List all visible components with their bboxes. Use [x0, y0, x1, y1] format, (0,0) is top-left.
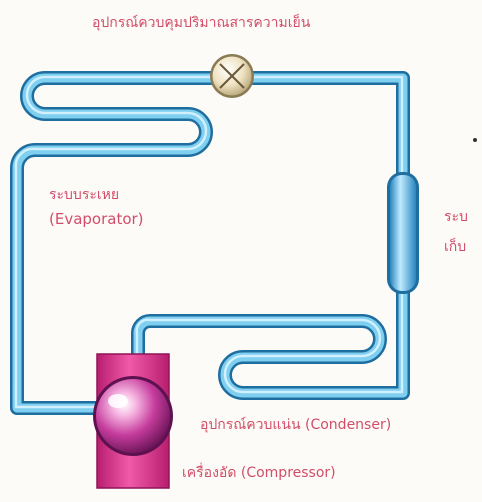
- compressor-label: เครื่องอัด (Compressor): [182, 465, 336, 481]
- receiver-label-line2: เก็บ: [444, 239, 467, 255]
- evaporator-thai-label: ระบบระเหย: [49, 187, 120, 203]
- metering-device-icon: [210, 54, 254, 98]
- evaporator-english-label: (Evaporator): [49, 210, 144, 228]
- compressor-icon: [93, 353, 173, 489]
- receiver-label-line1: ระบ: [444, 209, 468, 225]
- stray-dot: [473, 138, 477, 142]
- receiver-tank: [387, 172, 419, 294]
- condenser-label: อุปกรณ์ควบแน่น (Condenser): [200, 417, 392, 433]
- refrigerant-tubing: [10, 71, 410, 415]
- metering-device-label: อุปกรณ์ควบคุมปริมาณสารความเย็น: [92, 15, 311, 31]
